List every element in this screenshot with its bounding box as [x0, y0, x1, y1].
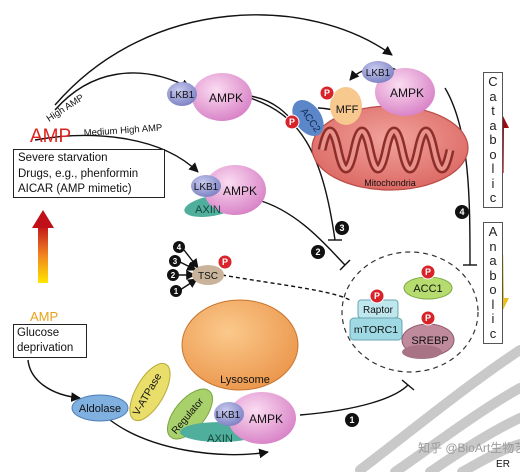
axin-label-bottom: AXIN: [207, 433, 233, 445]
phospho-label: P: [425, 313, 431, 323]
lkb1-subunit-bottom: [214, 402, 244, 426]
axin-label-mid: AXIN: [195, 204, 221, 216]
pathway-2-label: 2: [315, 247, 320, 257]
amp-small-label: AMP: [30, 309, 58, 324]
inhibit-line-3: [249, 97, 336, 241]
mff-label: MFF: [336, 104, 359, 116]
inhibit-line-4: [444, 87, 471, 266]
mitochondria-label: Mitochondria: [364, 178, 416, 188]
mtorc1-compartment: [341, 251, 479, 373]
lkb1-subunit-mito: [362, 61, 394, 83]
lysosome-label: Lysosome: [220, 374, 270, 386]
amp-gradient-arrow: [32, 210, 54, 283]
pathway-1-label: 1: [349, 415, 354, 425]
phospho-label: P: [222, 257, 228, 267]
pathway-number-markers: [167, 205, 469, 427]
ampk-axin-complex: [184, 165, 266, 217]
arrow-high-amp-to-mito-ampk: [54, 14, 393, 106]
srebp-label: SREBP: [411, 335, 448, 347]
lkb1-label-mid: LKB1: [194, 182, 219, 193]
er-label: ER: [496, 459, 510, 470]
phospho-marks: [217, 85, 436, 326]
tsc-input-3: 3: [173, 257, 178, 266]
lkb1-label-top: LKB1: [170, 90, 195, 101]
glucose-line-1: Glucose: [17, 327, 60, 339]
lkb1-label-bottom: LKB1: [216, 410, 241, 421]
tsc-input-4: 4: [177, 243, 182, 252]
ampk-complex-mito: [292, 61, 435, 137]
arrow-glucose-to-aldolase: [27, 359, 81, 402]
inhibit-line-2: [257, 199, 346, 266]
arrow-1-to-tsc: [179, 278, 198, 291]
ampk-subunit-bottom: [228, 392, 296, 444]
ampk-label-top: AMPK: [209, 91, 243, 105]
phospho-mark: [420, 264, 436, 280]
lkb1-subunit: [167, 82, 197, 106]
phospho-label: P: [374, 291, 380, 301]
lysosome: [181, 299, 299, 391]
ampk-subunit-mid: [204, 165, 266, 215]
arrow-aldolase-to-lysosome-ampk: [109, 419, 269, 459]
condition-aicar: AICAR (AMP mimetic): [18, 183, 132, 195]
mitochondrion: [311, 105, 469, 191]
pathway-arrows: [27, 14, 477, 459]
tsc-dashed-link: [221, 274, 351, 301]
ampk-subunit: [192, 73, 252, 121]
tsc-input-2: 2: [171, 271, 176, 280]
phospho-label: P: [324, 88, 330, 98]
pathway-3-label: 3: [339, 223, 344, 233]
aldolase-label: Aldolase: [79, 403, 121, 415]
watermark: 知乎 @BioArt生物艺术: [418, 441, 520, 455]
lysosomal-ampk-complex: [71, 362, 296, 444]
medium-high-amp-label: Medium High AMP: [83, 123, 162, 139]
arrow-3-to-tsc: [179, 261, 197, 271]
endoplasmic-reticulum: [355, 345, 520, 472]
ampk-label-mid: AMPK: [223, 184, 257, 198]
mff-protein: [330, 87, 362, 125]
mtorc1-label: mTORC1: [354, 324, 398, 336]
glucose-line-2: deprivation: [17, 342, 74, 354]
amp-large-label: AMP: [30, 126, 71, 147]
ampk-subunit-mito: [375, 68, 435, 116]
tsc-label: TSC: [198, 271, 218, 282]
amp-conditions-box: Severe starvation Drugs, e.g., phenformi…: [13, 149, 165, 198]
high-amp-label: High AMP: [45, 92, 86, 124]
tsc-input-1: 1: [174, 287, 179, 296]
ampk-label-mito: AMPK: [390, 86, 424, 100]
ampk-label-bottom: AMPK: [249, 412, 283, 426]
catabolic-label: C a t a b o l i c: [483, 72, 503, 208]
phospho-mark: [217, 254, 233, 270]
acc2-protein: [292, 99, 324, 137]
arrow-medium-amp-to-axin-ampk: [34, 134, 199, 173]
tsc-protein: [192, 265, 224, 285]
aldolase-protein: [71, 394, 129, 422]
phospho-label: P: [425, 267, 431, 277]
v-atpase-protein: [129, 362, 171, 422]
pathway-4-label: 4: [459, 207, 464, 217]
anabolic-label: A n a b o l i c: [483, 222, 503, 344]
condition-drugs: Drugs, e.g., phenformin: [18, 167, 139, 180]
arrow-high-amp-to-ampk: [54, 72, 191, 111]
phospho-mark: [319, 85, 335, 101]
glucose-deprivation-box: Glucose deprivation: [13, 324, 87, 358]
mtorc1-complex: [349, 276, 455, 359]
phospho-label: P: [289, 117, 295, 127]
phospho-mark: [420, 310, 436, 326]
phospho-mark: [284, 114, 300, 130]
raptor-label: Raptor: [363, 305, 394, 316]
phospho-mark: [369, 288, 385, 304]
inhibit-line-1: [299, 384, 409, 416]
lkb1-subunit-mid: [191, 175, 221, 197]
acc1-label: ACC1: [413, 283, 442, 295]
lkb1-label-mito: LKB1: [366, 68, 391, 79]
ampk-complex-top: [167, 73, 252, 121]
condition-severe-starvation: Severe starvation: [18, 152, 108, 164]
